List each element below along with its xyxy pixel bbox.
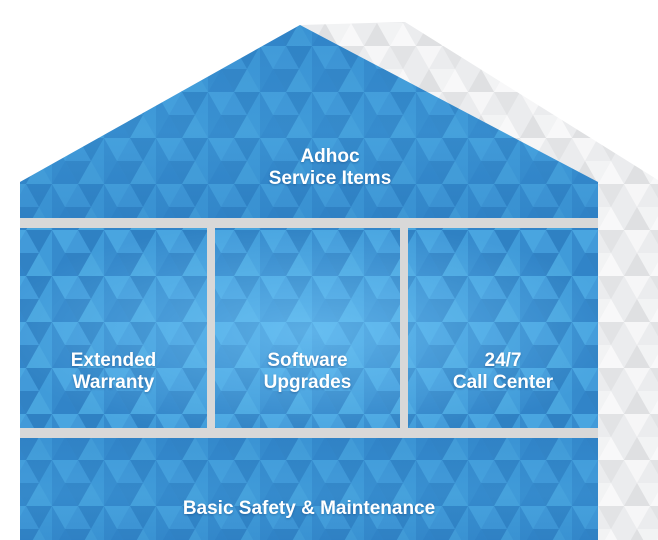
separator-foundation: [20, 428, 598, 438]
roof-label: Adhoc Service Items: [268, 146, 392, 189]
foundation-label: Basic Safety & Maintenance: [182, 498, 436, 519]
pillar-divider-2: [400, 228, 408, 428]
pillar-label-call-center: 24/7 Call Center: [452, 350, 554, 393]
pillar-divider-1: [207, 228, 215, 428]
house-side-wall: [300, 22, 658, 540]
pillar-label-extended-warranty: Extended Warranty: [70, 350, 157, 393]
separator-roof: [20, 218, 598, 228]
pillar-label-software-upgrades: Software Upgrades: [263, 350, 352, 393]
